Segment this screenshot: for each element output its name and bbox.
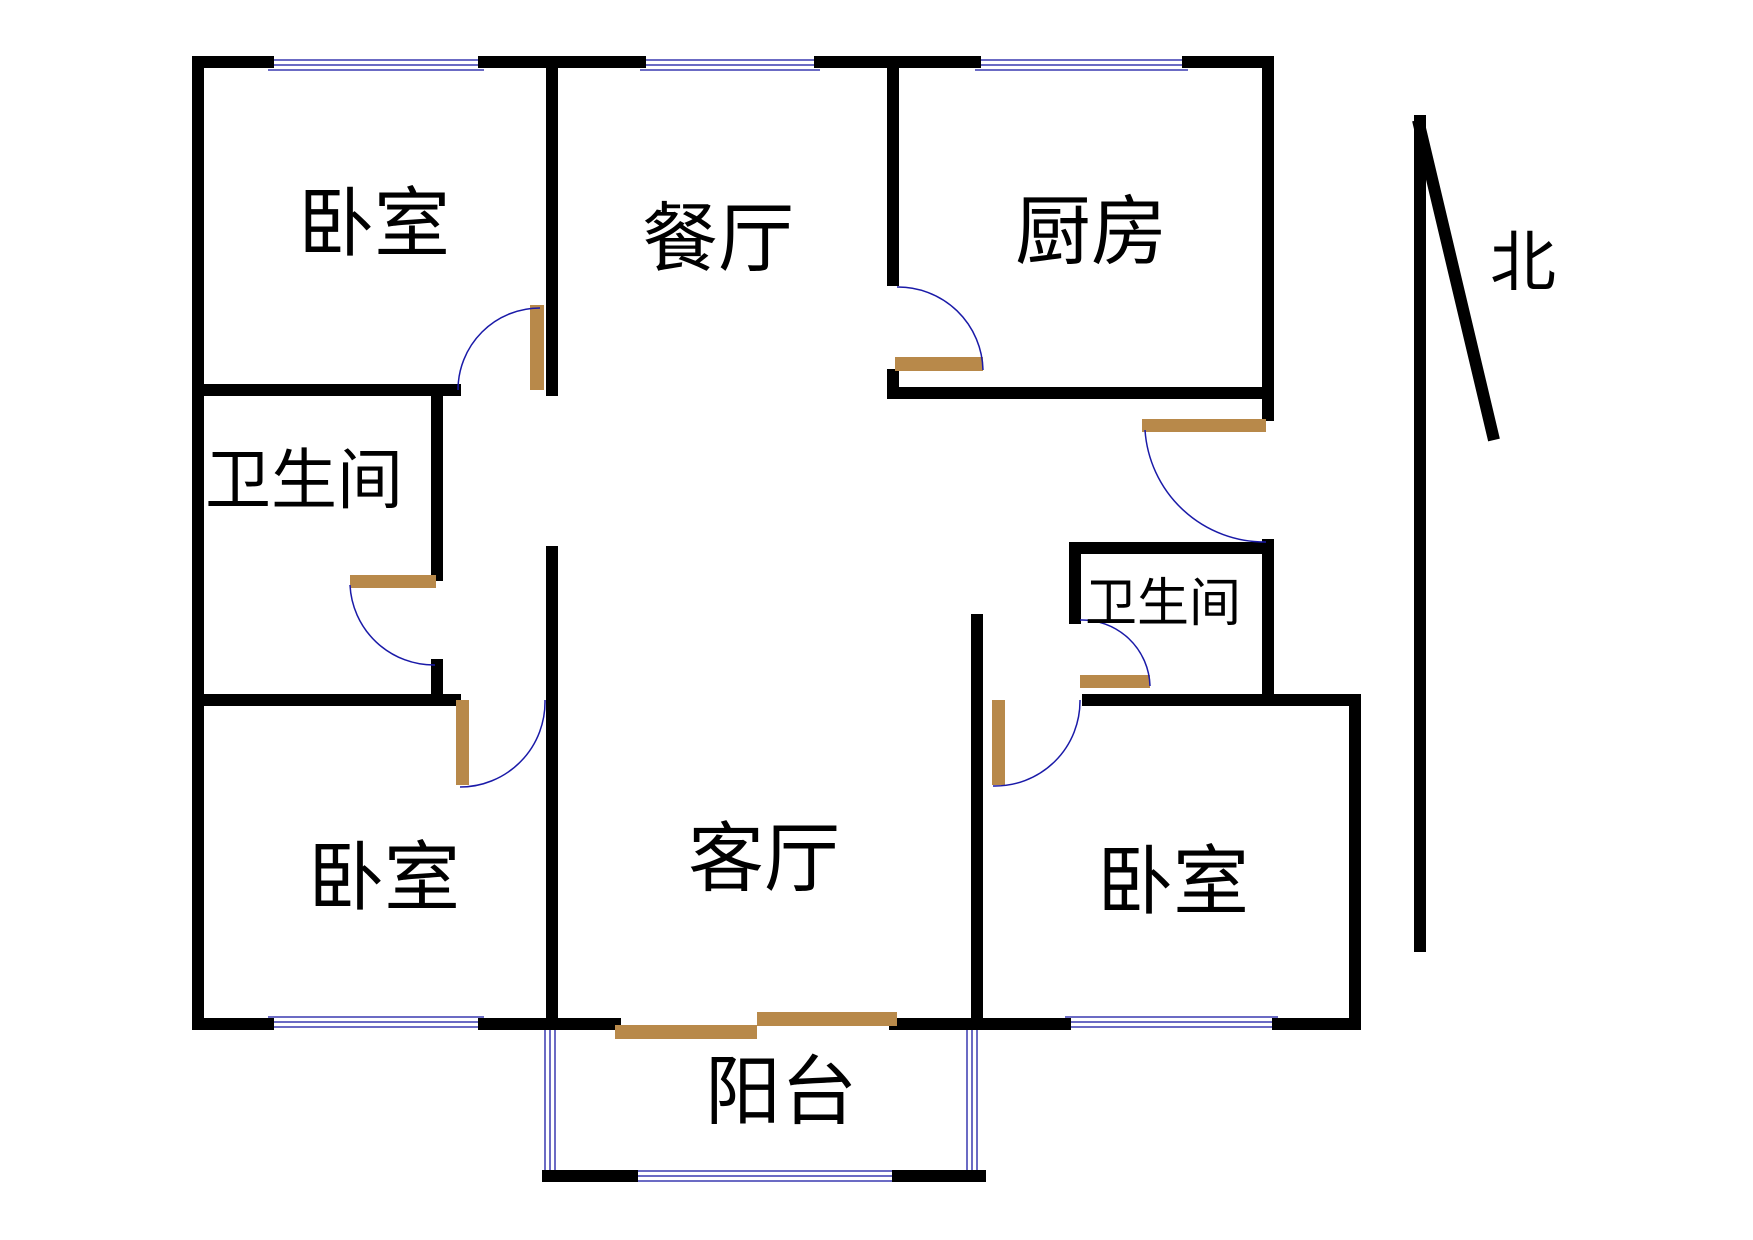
north-arrow-head <box>1412 118 1500 442</box>
window-north-dining <box>640 59 820 71</box>
room-label-bedroom-se: 卧室 <box>1097 837 1249 926</box>
room-label-living: 客厅 <box>688 814 840 903</box>
window-balcony-south <box>632 1170 898 1182</box>
window-balcony-east <box>966 1028 978 1172</box>
north-label: 北 <box>1490 224 1556 301</box>
room-label-bathroom-east: 卫生间 <box>1085 574 1241 634</box>
north-arrow <box>1412 115 1500 952</box>
door-kitchen <box>895 286 984 371</box>
door-entrance <box>1142 419 1267 543</box>
room-label-kitchen: 厨房 <box>1015 187 1167 276</box>
door-bedroom-se <box>992 699 1081 787</box>
window-balcony-west <box>544 1028 556 1172</box>
room-label-balcony: 阳台 <box>705 1047 857 1136</box>
door-bathroom-east <box>1079 619 1151 688</box>
door-bedroom-nw <box>457 305 544 391</box>
door-bathroom-west <box>349 575 436 666</box>
walls <box>192 56 1361 1182</box>
room-labels: 卧室 餐厅 厨房 卫生间 卧室 客厅 卫生间 卧室 阳台 <box>205 179 1249 1136</box>
door-balcony-sliding <box>615 1012 897 1039</box>
door-bedroom-sw <box>456 699 546 788</box>
windows <box>268 59 1278 1182</box>
window-south-bedroom-left <box>268 1016 484 1028</box>
window-south-bedroom-right <box>1065 1016 1278 1028</box>
room-label-bathroom-west: 卫生间 <box>205 442 403 519</box>
room-label-bedroom-sw: 卧室 <box>308 833 460 922</box>
window-north-kitchen <box>975 59 1188 71</box>
window-north-bedroom <box>268 59 484 71</box>
room-label-dining: 餐厅 <box>642 194 794 283</box>
room-label-bedroom-nw: 卧室 <box>298 179 450 268</box>
doors <box>349 286 1267 1039</box>
